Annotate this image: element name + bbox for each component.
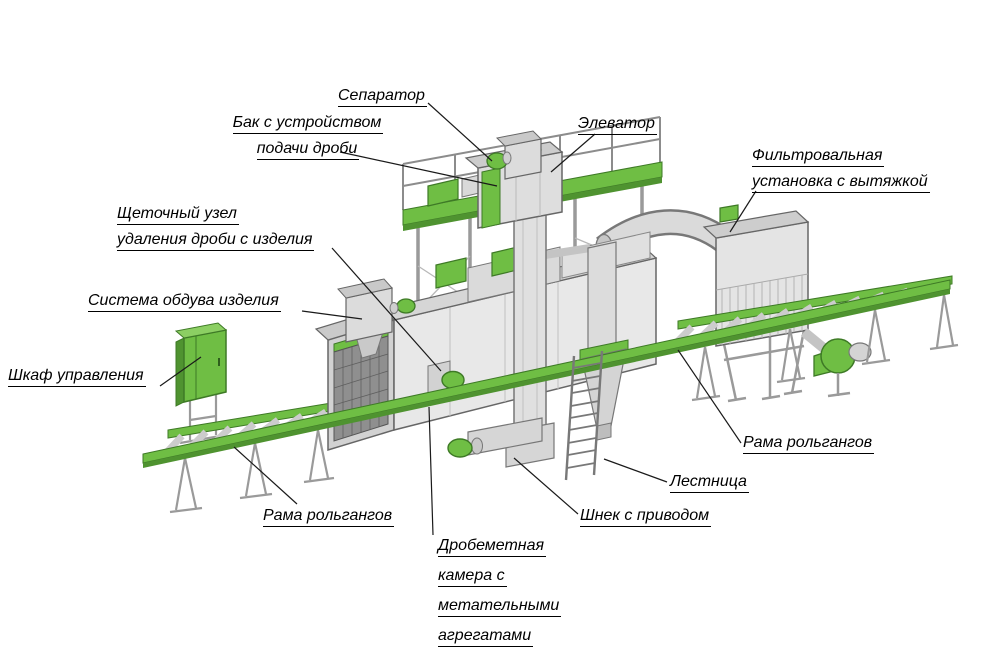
leader-blowoff-system [301, 310, 363, 320]
leader-screw-conveyor [513, 457, 579, 515]
leader-roller-frame-left [233, 446, 298, 505]
leader-ladder [603, 458, 668, 483]
leader-separator [427, 102, 493, 162]
label-control-cabinet: Шкаф управления [8, 366, 146, 392]
brush-unit [427, 360, 465, 395]
blowoff-system [337, 278, 416, 359]
control-cabinet [174, 322, 228, 445]
main-front-rail [142, 279, 951, 468]
label-brush-unit: Щеточный узел удаления дроби с изделия [117, 204, 315, 256]
leader-blast-chamber [428, 406, 434, 536]
label-separator: Сепаратор [338, 86, 427, 112]
leader-elevator [550, 133, 596, 173]
leader-lines [159, 102, 757, 536]
label-roller-frame-right: Рама рольгангов [743, 433, 875, 459]
leader-filter-unit [729, 190, 757, 233]
screw-conveyor [447, 417, 543, 458]
leader-control-cabinet [159, 356, 202, 387]
label-elevator: Элеватор [578, 114, 657, 140]
label-screw-conveyor: Шнек с приводом [580, 506, 712, 532]
label-blowoff-system: Система обдува изделия [88, 291, 281, 317]
ladder [564, 350, 604, 481]
label-shot-feed-tank: Бак с устройством подачи дроби [227, 113, 389, 165]
label-filter-unit: Фильтровальная установка с вытяжкой [752, 146, 930, 198]
label-blast-chamber: Дробеметная камера с метательными агрега… [438, 536, 562, 656]
leader-roller-frame-right [677, 349, 742, 444]
elevator-head [486, 130, 543, 180]
leader-shot-feed-tank [339, 151, 498, 187]
label-ladder: Лестница [670, 472, 749, 498]
label-roller-frame-left: Рама рольгангов [263, 506, 395, 532]
leader-brush-unit [331, 247, 442, 372]
